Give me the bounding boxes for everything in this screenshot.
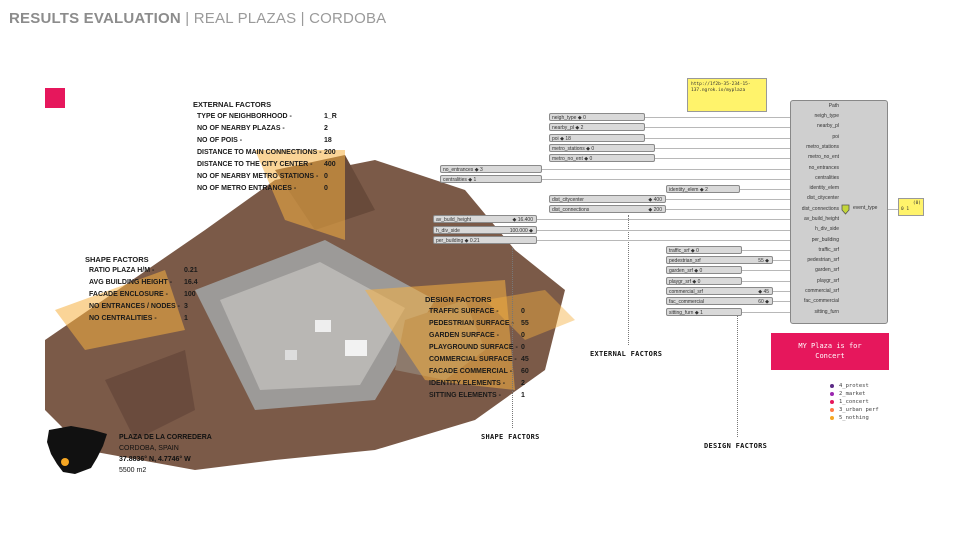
external-factors-list: TYPE OF NEIGHBORHOOD -1_R NO OF NEARBY P… bbox=[197, 113, 337, 192]
legend-dot bbox=[830, 400, 834, 404]
input-label: playgr_srf bbox=[817, 278, 839, 284]
caption-shape: SHAPE FACTORS bbox=[481, 433, 540, 441]
input-label: dist_citycenter bbox=[807, 195, 839, 201]
external-factors-title: EXTERNAL FACTORS bbox=[193, 100, 272, 109]
input-label: h_div_side bbox=[815, 226, 839, 232]
design-factors-title: DESIGN FACTORS bbox=[425, 295, 492, 304]
input-label: commercial_srf bbox=[805, 288, 839, 294]
plaza-area: 5500 m2 bbox=[119, 467, 147, 474]
url-panel[interactable]: http://1f2b-35-234-15-137.ngrok.io/mypla… bbox=[687, 78, 767, 112]
output-label: event_type bbox=[853, 205, 878, 211]
input-label: fac_commercial bbox=[803, 298, 839, 304]
slider-nearby-pl[interactable]: nearby_pl ◆ 2 bbox=[549, 123, 645, 131]
slider-identity-elem[interactable]: identity_elem ◆ 2 bbox=[666, 185, 740, 193]
legend-item: 1_concert bbox=[830, 398, 879, 406]
slider-garden-srf[interactable]: garden_srf ◆ 0 bbox=[666, 266, 742, 274]
slider-poi[interactable]: poi ◆ 18 bbox=[549, 134, 645, 142]
input-label: traffic_srf bbox=[818, 247, 839, 253]
slider-playgr-srf[interactable]: playgr_srf ◆ 0 bbox=[666, 277, 742, 285]
input-label: metro_no_ent bbox=[808, 154, 839, 160]
input-label: neigh_type bbox=[814, 113, 839, 119]
slider-dist-connections[interactable]: dist_connections◆ 200 bbox=[549, 205, 666, 213]
spain-map-icon bbox=[47, 426, 107, 474]
slider-neigh-type[interactable]: neigh_type ◆ 0 bbox=[549, 113, 645, 121]
legend-item: 5_nothing bbox=[830, 414, 879, 422]
slider-no-entrances[interactable]: no_entrances ◆ 3 bbox=[440, 165, 542, 173]
plaza-name: PLAZA DE LA CORREDERA bbox=[119, 434, 212, 441]
classifier-component[interactable]: Path neigh_type nearby_pl poi metro_stat… bbox=[790, 100, 888, 324]
caption-external: EXTERNAL FACTORS bbox=[590, 350, 663, 358]
legend-dot bbox=[830, 392, 834, 396]
result-banner: MY Plaza is for Concert bbox=[771, 333, 889, 370]
input-label: dist_connections bbox=[801, 206, 839, 212]
legend-item: 4_protest bbox=[830, 382, 879, 390]
slider-sitting-furn[interactable]: sitting_furn ◆ 1 bbox=[666, 308, 742, 316]
input-label: identity_elem bbox=[809, 185, 839, 191]
slider-metro-stations[interactable]: metro_stations ◆ 0 bbox=[549, 144, 655, 152]
legend-dot bbox=[830, 408, 834, 412]
shape-factors-list: RATIO PLAZA H/M -0.21 AVG BUILDING HEIGH… bbox=[89, 267, 198, 322]
page-title: RESULTS EVALUATION | REAL PLAZAS | CORDO… bbox=[9, 10, 387, 27]
shape-factors-title: SHAPE FACTORS bbox=[85, 255, 149, 264]
caption-design: DESIGN FACTORS bbox=[704, 442, 768, 450]
input-label: av_build_height bbox=[803, 216, 839, 222]
slider-traffic-srf[interactable]: traffic_srf ◆ 0 bbox=[666, 246, 742, 254]
plaza-coords: 37.8836° N, 4.7746° W bbox=[119, 456, 191, 463]
slider-commercial-srf[interactable]: commercial_srf◆ 45 bbox=[666, 287, 773, 295]
input-label: pedestrian_srf bbox=[807, 257, 839, 263]
input-label: Path bbox=[828, 103, 839, 109]
input-label: nearby_pl bbox=[817, 123, 839, 129]
input-label: metro_stations bbox=[806, 144, 839, 150]
legend: 4_protest 2_market 1_concert 3_urban per… bbox=[830, 382, 879, 422]
input-label: no_entrances bbox=[808, 165, 839, 171]
legend-dot bbox=[830, 384, 834, 388]
accent-square bbox=[45, 88, 65, 108]
input-label: sitting_furn bbox=[814, 309, 839, 315]
input-label: poi bbox=[832, 134, 839, 140]
input-label: per_building bbox=[811, 237, 839, 243]
legend-item: 2_market bbox=[830, 390, 879, 398]
design-factors-list: TRAFFIC SURFACE -0 PEDESTRIAN SURFACE -5… bbox=[429, 308, 529, 399]
input-label: garden_srf bbox=[815, 267, 839, 273]
output-panel[interactable]: (0) 0 1 bbox=[898, 198, 924, 216]
slider-metro-no-ent[interactable]: metro_no_ent ◆ 0 bbox=[549, 154, 655, 162]
slider-av-build-height[interactable]: av_build_height◆ 16.400 bbox=[433, 215, 537, 223]
python-shield-icon bbox=[841, 204, 850, 215]
location-info: PLAZA DE LA CORREDERA CORDOBA, SPAIN 37.… bbox=[119, 432, 212, 476]
slider-dist-citycenter[interactable]: dist_citycenter◆ 400 bbox=[549, 195, 666, 203]
slider-per-building[interactable]: per_building ◆ 0.21 bbox=[433, 236, 537, 244]
input-label: centralities bbox=[815, 175, 839, 181]
slider-centralities[interactable]: centralities ◆ 1 bbox=[440, 175, 542, 183]
legend-item: 3_urban perf bbox=[830, 406, 879, 414]
plaza-city: CORDOBA, SPAIN bbox=[119, 445, 179, 452]
legend-dot bbox=[830, 416, 834, 420]
